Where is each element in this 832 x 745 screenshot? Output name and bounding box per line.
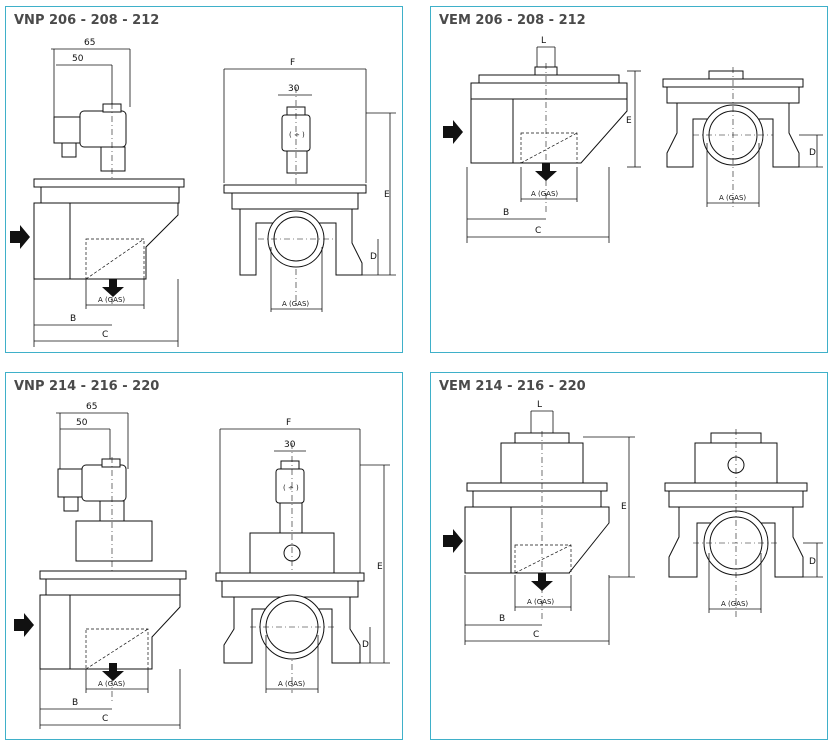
inlet-port — [470, 98, 514, 164]
dim-f: F — [290, 58, 295, 68]
dim-a-gas: A (GAS) — [98, 680, 125, 688]
dim-c: C — [533, 630, 539, 640]
panel-vnp-206: VNP 206 - 208 - 212 65 50 A (GAS) — [5, 6, 403, 353]
stem — [100, 146, 126, 172]
connector-box — [57, 468, 83, 498]
dim-d: D — [370, 252, 377, 262]
dim-50: 50 — [72, 54, 84, 64]
drawing-vnp-206: 65 50 A (GAS) B C — [10, 38, 396, 347]
dim-b: B — [503, 208, 509, 218]
flow-in-arrow-icon — [443, 120, 463, 144]
panel-title: VEM 214 - 216 - 220 — [439, 379, 586, 394]
dim-a-gas: A (GAS) — [98, 296, 125, 304]
dim-e: E — [384, 190, 390, 200]
diaphragm-flange — [472, 490, 602, 508]
dim-30: 30 — [284, 440, 296, 450]
inlet-port — [33, 202, 71, 280]
flow-out-arrow-icon — [102, 279, 124, 297]
dim-a-gas: A (GAS) — [527, 598, 554, 606]
drawing-vem-206: L A (GAS) B C E — [443, 36, 823, 243]
diaphragm-flange — [470, 82, 628, 100]
panel-title: VNP 206 - 208 - 212 — [14, 13, 160, 28]
dim-e: E — [377, 562, 383, 572]
cover-flange — [39, 570, 187, 580]
inlet-port — [464, 506, 512, 574]
dim-c: C — [535, 226, 541, 236]
cover-flange — [478, 74, 620, 84]
dim-30: 30 — [288, 84, 300, 94]
connector-box — [53, 116, 81, 144]
dim-f: F — [286, 418, 291, 428]
pilot-housing — [75, 520, 153, 562]
cover-flange — [33, 178, 185, 188]
cable-gland — [61, 142, 77, 158]
flow-in-arrow-icon — [10, 225, 30, 249]
cover-top-front — [708, 70, 744, 80]
flow-out-arrow-icon — [531, 573, 553, 591]
inlet-port — [39, 594, 71, 670]
stem-front — [279, 502, 303, 534]
flow-out-arrow-icon — [535, 163, 557, 181]
dim-l: L — [541, 36, 546, 46]
dim-l: L — [537, 400, 542, 410]
dim-a-gas: A (GAS) — [531, 190, 558, 198]
coil-symbol: ( ÷ ) — [283, 484, 299, 492]
diaphragm-flange — [40, 186, 180, 204]
stem-front — [286, 150, 308, 174]
dim-e: E — [626, 116, 632, 126]
dim-b: B — [72, 698, 78, 708]
panel-vem-206: VEM 206 - 208 - 212 L A (GAS) B C E — [430, 6, 828, 353]
panel-vnp-214: VNP 214 - 216 - 220 65 50 A (GAS) B C — [5, 372, 403, 740]
panel-title: VEM 206 - 208 - 212 — [439, 13, 586, 28]
dim-b: B — [70, 314, 76, 324]
panel-vem-214: VEM 214 - 216 - 220 L A (GAS) B C E — [430, 372, 828, 740]
dim-a-gas-front: A (GAS) — [282, 300, 309, 308]
cover-flange — [466, 482, 608, 492]
dim-c: C — [102, 330, 108, 340]
panel-title: VNP 214 - 216 - 220 — [14, 379, 160, 394]
flow-in-arrow-icon — [14, 613, 34, 637]
flow-in-arrow-icon — [443, 529, 463, 553]
body-front — [223, 596, 361, 664]
dim-b: B — [499, 614, 505, 624]
dim-e: E — [621, 502, 627, 512]
dim-a-gas-front: A (GAS) — [278, 680, 305, 688]
cable-gland — [63, 496, 79, 512]
diaphragm-flange — [45, 578, 181, 596]
dim-50: 50 — [76, 418, 88, 428]
dim-d: D — [809, 557, 816, 567]
dim-a-gas-front: A (GAS) — [721, 600, 748, 608]
diaphragm-front — [231, 192, 359, 210]
coil-cap-front — [280, 460, 300, 470]
drawing-vnp-214: 65 50 A (GAS) B C F 30 — [14, 402, 390, 729]
coil-cap — [101, 458, 121, 468]
drawing-vem-214: L A (GAS) B C E — [443, 400, 823, 645]
dim-a-gas-front: A (GAS) — [719, 194, 746, 202]
body-front — [666, 102, 800, 168]
coil — [81, 464, 127, 502]
dim-d: D — [809, 148, 816, 158]
dim-d: D — [362, 640, 369, 650]
coil — [79, 110, 127, 148]
dim-65: 65 — [84, 38, 95, 48]
dim-c: C — [102, 714, 108, 724]
flange-front — [215, 572, 365, 582]
dim-65: 65 — [86, 402, 97, 412]
flow-out-arrow-icon — [102, 663, 124, 681]
flange-front — [223, 184, 367, 194]
coil-symbol: ( ÷ ) — [289, 131, 305, 139]
